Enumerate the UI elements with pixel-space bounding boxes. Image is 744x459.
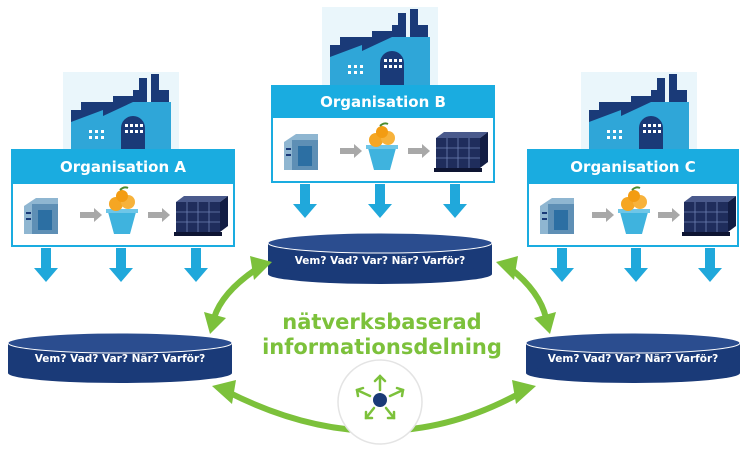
down-arrow-icon: [184, 248, 208, 282]
warehouse-icon: [284, 134, 318, 170]
database-right: [525, 332, 741, 383]
down-arrow-icon: [443, 184, 467, 218]
arrowhead-icon: [496, 256, 518, 280]
network-caption-line1: nätverksbaserad: [282, 310, 482, 334]
arrow-left-to-center: [211, 265, 261, 321]
arrowhead-icon: [534, 312, 556, 334]
down-arrow-icon: [293, 184, 317, 218]
organisation-b-header: [272, 86, 494, 118]
database-right-label: Vem? Vad? Var? När? Varför?: [547, 353, 719, 365]
database-center: [267, 232, 493, 284]
down-arrow-icon: [550, 248, 574, 282]
factory-icon: [63, 72, 179, 150]
database-left-label: Vem? Vad? Var? När? Varför?: [34, 353, 206, 365]
down-arrow-icon: [698, 248, 722, 282]
pallet-boxes-icon: [433, 131, 489, 173]
down-arrow-icon: [34, 248, 58, 282]
pallet-boxes-icon: [173, 195, 229, 237]
database-center-label: Vem? Vad? Var? När? Varför?: [294, 255, 466, 267]
arrowhead-icon: [204, 312, 226, 334]
organisation-a-title: Organisation A: [59, 158, 186, 176]
organisation-a-header: [12, 150, 234, 184]
organisation-c-header: [528, 150, 738, 184]
factory-icon: [581, 72, 697, 150]
warehouse-icon: [24, 198, 58, 234]
database-left: [7, 332, 233, 383]
arrowhead-icon: [250, 256, 272, 280]
network-hub-icon: [337, 359, 423, 445]
organisation-a-group: [11, 72, 235, 282]
pallet-boxes-icon: [681, 195, 737, 237]
network-caption: nätverksbaserad informationsdelning: [232, 310, 532, 360]
down-arrow-icon: [368, 184, 392, 218]
factory-icon: [322, 7, 438, 85]
exchange-arrowheads: [204, 256, 556, 404]
arrowhead-icon: [512, 380, 536, 404]
network-caption-line2: informationsdelning: [262, 335, 502, 359]
organisation-c-group: [527, 72, 739, 282]
arrowhead-icon: [212, 380, 236, 404]
warehouse-icon: [540, 198, 574, 234]
down-arrow-icon: [109, 248, 133, 282]
organisation-c-title: Organisation C: [570, 158, 696, 176]
organisation-b-group: [271, 7, 495, 218]
organisation-b-title: Organisation B: [320, 93, 446, 111]
down-arrow-icon: [624, 248, 648, 282]
